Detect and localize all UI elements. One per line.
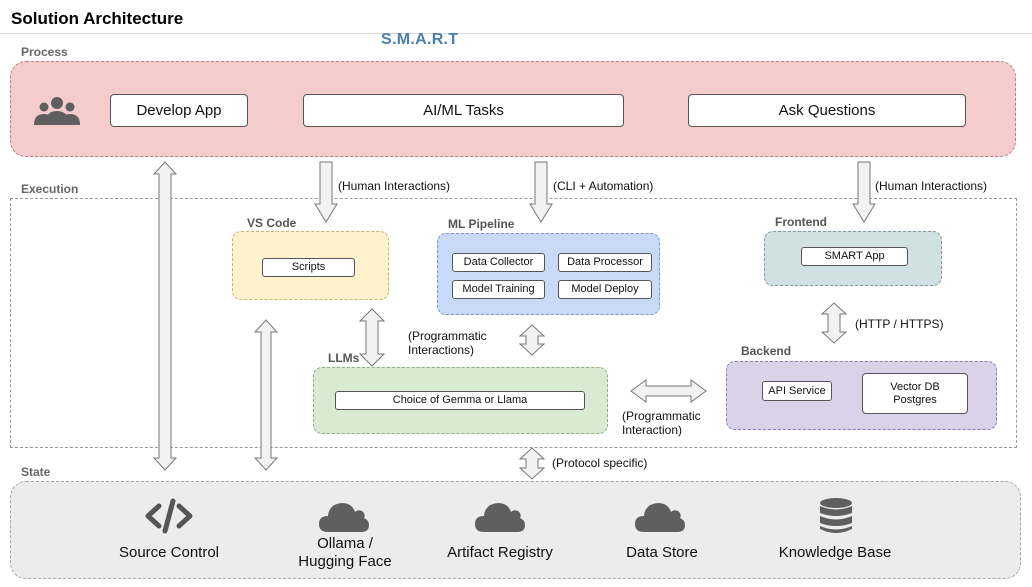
model-training-box: Model Training	[452, 280, 545, 299]
develop-app-box: Develop App	[110, 94, 248, 127]
human-interactions-right-label: (Human Interactions)	[875, 179, 988, 193]
cloud-icon	[318, 498, 370, 534]
section-label-execution: Execution	[21, 182, 79, 196]
diagram-subtitle: S.M.A.R.T	[381, 31, 459, 48]
cloud-icon	[474, 498, 526, 534]
scripts-box: Scripts	[262, 258, 355, 277]
frontend-group-label: Frontend	[775, 215, 827, 229]
ollama-hugging-face-label: Ollama / Hugging Face	[298, 535, 392, 570]
human-interactions-left-label: (Human Interactions)	[338, 179, 451, 193]
backend-group-label: Backend	[741, 344, 792, 358]
ai-ml-tasks-box: AI/ML Tasks	[303, 94, 624, 127]
page-title: Solution Architecture	[11, 9, 184, 28]
data-collector-box: Data Collector	[452, 253, 545, 272]
model-deploy-box: Model Deploy	[558, 280, 652, 299]
http-https-label: (HTTP / HTTPS)	[855, 317, 944, 331]
code-icon	[144, 498, 194, 534]
execution-band	[10, 198, 1017, 448]
section-label-state: State	[21, 465, 51, 479]
smart-app-box: SMART App	[801, 247, 908, 266]
ml-pipeline-group-label: ML Pipeline	[448, 217, 515, 231]
section-label-process: Process	[21, 45, 68, 59]
database-icon	[818, 497, 854, 535]
programmatic-interaction-label: (Programmatic Interaction)	[622, 409, 701, 437]
protocol-specific-label: (Protocol specific)	[552, 456, 648, 470]
cloud-icon	[634, 498, 686, 534]
protocol-double-arrow	[518, 447, 546, 480]
header-divider	[0, 33, 1032, 34]
source-control-label: Source Control	[118, 544, 220, 561]
programmatic-interactions-label: (Programmatic Interactions)	[408, 329, 487, 357]
cli-automation-label: (CLI + Automation)	[553, 179, 654, 193]
data-store-label: Data Store	[626, 544, 698, 561]
ask-questions-box: Ask Questions	[688, 94, 966, 127]
ml-pipeline-group	[437, 233, 660, 315]
gemma-llama-box: Choice of Gemma or Llama	[335, 391, 585, 410]
users-group-icon	[33, 95, 81, 125]
api-service-box: API Service	[762, 381, 832, 401]
vscode-group-label: VS Code	[247, 216, 297, 230]
data-processor-box: Data Processor	[558, 253, 652, 272]
llms-group-label: LLMs	[328, 351, 360, 365]
knowledge-base-label: Knowledge Base	[778, 544, 892, 561]
artifact-registry-label: Artifact Registry	[447, 544, 553, 561]
vector-db-box: Vector DB Postgres	[862, 373, 968, 414]
